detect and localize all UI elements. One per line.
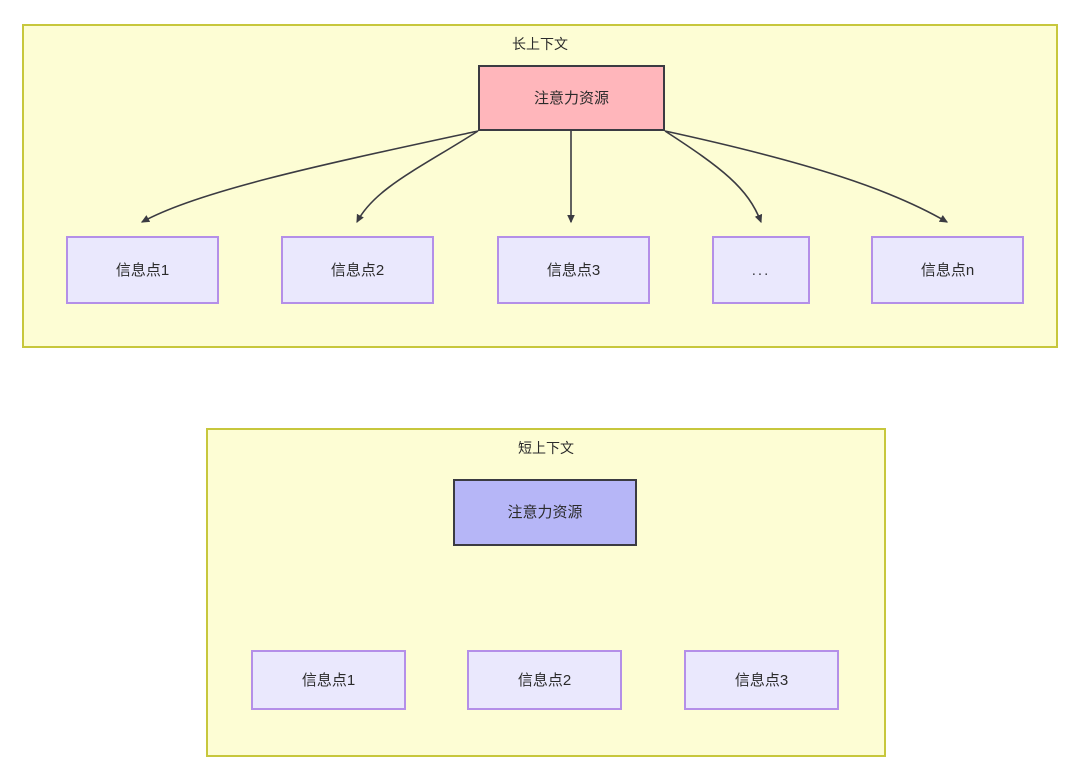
node-attention-resource-long[interactable]: 注意力资源 bbox=[478, 65, 665, 131]
node-info-point-1-short[interactable]: 信息点1 bbox=[251, 650, 406, 710]
node-info-point-3-long[interactable]: 信息点3 bbox=[497, 236, 650, 304]
node-info-point-ellipsis-long[interactable]: ... bbox=[712, 236, 810, 304]
group-long-context-title: 长上下文 bbox=[512, 36, 568, 52]
node-info-point-n-long[interactable]: 信息点n bbox=[871, 236, 1024, 304]
node-attention-resource-short[interactable]: 注意力资源 bbox=[453, 479, 637, 546]
node-info-point-2-long[interactable]: 信息点2 bbox=[281, 236, 434, 304]
node-info-point-1-long[interactable]: 信息点1 bbox=[66, 236, 219, 304]
node-info-point-2-short[interactable]: 信息点2 bbox=[467, 650, 622, 710]
group-short-context-title: 短上下文 bbox=[518, 440, 574, 456]
node-info-point-3-short[interactable]: 信息点3 bbox=[684, 650, 839, 710]
